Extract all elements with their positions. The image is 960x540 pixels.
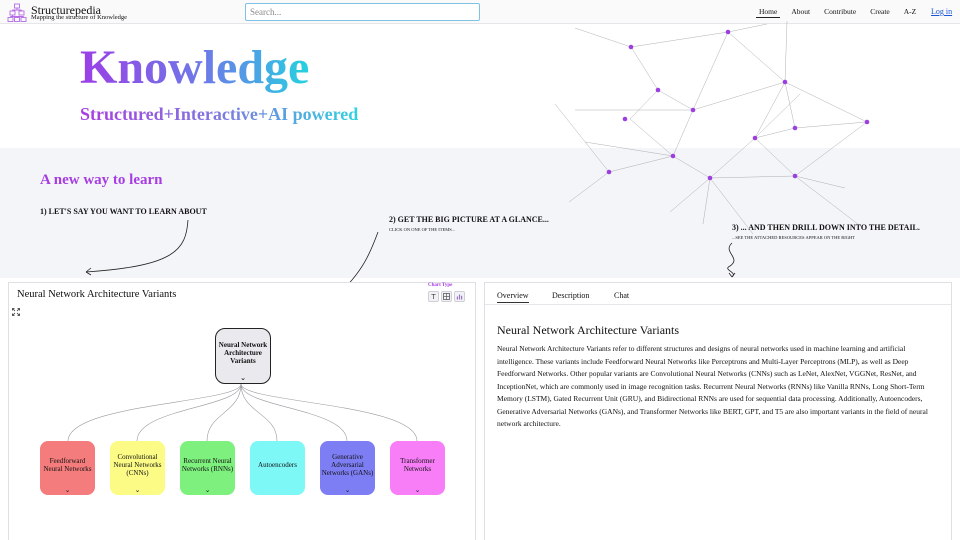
structure-panel-title: Neural Network Architecture Variants (17, 289, 177, 300)
tab-chat[interactable]: Chat (614, 291, 630, 300)
hero-subtitle: Structured+Interactive+AI powered (80, 104, 359, 124)
chevron-down-icon: ⌄ (240, 374, 246, 382)
root-node-label: Neural Network Architecture Variants (218, 341, 268, 365)
chevron-down-icon: ⌄ (64, 486, 71, 494)
brand-tagline: Mapping the structure of Knowledge (31, 14, 128, 21)
nav-contribute[interactable]: Contribute (824, 7, 857, 16)
detail-title: Neural Network Architecture Variants (497, 323, 680, 337)
grid-icon[interactable] (441, 291, 452, 302)
brand-name[interactable]: Structurepedia (31, 3, 101, 17)
expand-icon[interactable] (12, 308, 20, 316)
detail-tabs: Overview Description Chat (485, 283, 951, 305)
chevron-down-icon: ⌄ (414, 486, 421, 494)
tree-connectors (67, 383, 418, 442)
detail-panel: Overview Description Chat Neural Network… (484, 282, 952, 540)
root-node[interactable]: Neural Network Architecture Variants ⌄ (215, 328, 271, 384)
chart-type-label: Chart Type (428, 283, 453, 288)
hero-title: Knowledge (80, 38, 309, 98)
nav-about[interactable]: About (791, 7, 811, 16)
chart-type-selector: T (428, 291, 465, 302)
nav-create[interactable]: Create (870, 7, 890, 16)
node-cnn[interactable]: Convolutional Neural Networks (CNNs) ⌄ (110, 441, 165, 495)
chevron-down-icon: ⌄ (204, 486, 211, 494)
node-autoencoders[interactable]: Autoencoders (250, 441, 305, 495)
node-gan[interactable]: Generative Adversarial Networks (GANs) ⌄ (320, 441, 375, 495)
node-label: Generative Adversarial Networks (GANs) (321, 453, 374, 477)
nav-a-z[interactable]: A-Z (903, 7, 917, 16)
text-icon[interactable]: T (428, 291, 439, 302)
step-2-text: 2) GET THE BIG PICTURE AT A GLANCE... (389, 215, 549, 224)
step-3-text: 3) ... AND THEN DRILL DOWN INTO THE DETA… (732, 223, 920, 232)
step-3-hint: ...SEE THE ATTACHED RESOURCES APPEAR ON … (732, 235, 855, 240)
network-graphic (554, 20, 870, 235)
learn-heading: A new way to learn (40, 172, 163, 188)
top-header: Structurepedia Mapping the structure of … (0, 0, 960, 24)
step-2-hint: CLICK ON ONE OF THE ITEMS... (389, 227, 456, 232)
node-label: Feedforward Neural Networks (43, 457, 92, 473)
node-label: Recurrent Neural Networks (RNNs) (181, 457, 234, 473)
login-link[interactable]: Log in (931, 7, 953, 16)
chevron-down-icon: ⌄ (344, 486, 351, 494)
step-1-text: 1) LET'S SAY YOU WANT TO LEARN ABOUT (40, 207, 207, 216)
tab-description[interactable]: Description (552, 291, 590, 300)
structure-logo-icon[interactable] (7, 3, 27, 23)
node-label: Convolutional Neural Networks (CNNs) (113, 453, 162, 477)
structure-panel: Neural Network Architecture Variants Cha… (8, 282, 476, 540)
node-label: Transformer Networks (400, 457, 435, 473)
node-feedforward[interactable]: Feedforward Neural Networks ⌄ (40, 441, 95, 495)
search-input[interactable] (245, 3, 480, 21)
chevron-down-icon: ⌄ (134, 486, 141, 494)
main-nav: Home About Contribute Create A-Z (756, 7, 919, 18)
nav-home[interactable]: Home (756, 7, 781, 18)
node-transformer[interactable]: Transformer Networks ⌄ (390, 441, 445, 495)
bar-chart-icon[interactable] (454, 291, 465, 302)
node-label: Autoencoders (258, 461, 297, 469)
node-rnn[interactable]: Recurrent Neural Networks (RNNs) ⌄ (180, 441, 235, 495)
tab-overview[interactable]: Overview (497, 291, 529, 303)
detail-body: Neural Network Architecture Variants ref… (497, 344, 928, 428)
